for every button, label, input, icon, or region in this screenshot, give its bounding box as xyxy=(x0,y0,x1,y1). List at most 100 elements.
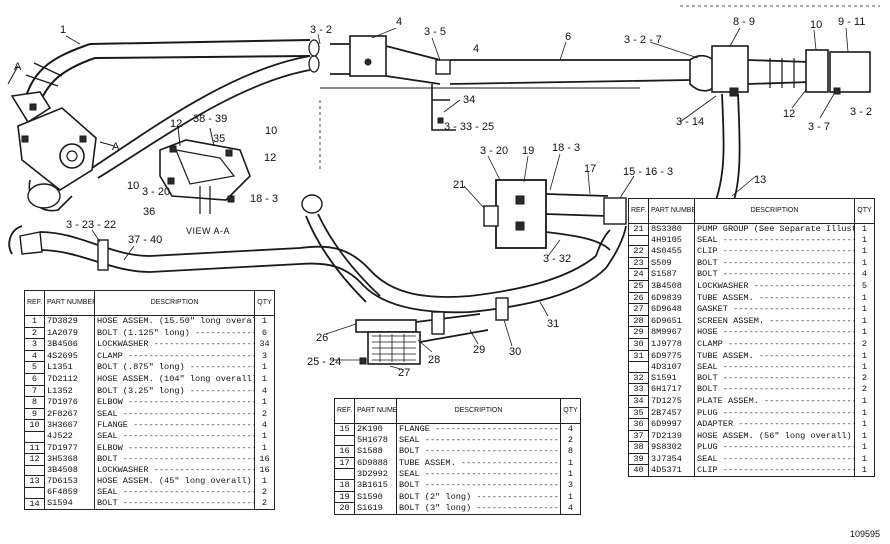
table-row: 23S509BOLT1 xyxy=(628,257,875,270)
cell-desc: SEAL xyxy=(694,453,855,465)
description-header: DESCRIPTION xyxy=(396,398,561,424)
cell-qty: 1 xyxy=(854,441,875,454)
cell-ref: 39 xyxy=(628,453,649,466)
cell-desc: BOLT xyxy=(396,445,561,458)
callout-label: 3 - 20 xyxy=(142,186,171,198)
cell-ref xyxy=(24,487,45,499)
cell-part: 7D3829 xyxy=(44,315,95,328)
table-row: 44S2695CLAMP3 xyxy=(24,350,275,363)
callout-label: 3 - 7 xyxy=(808,121,831,133)
cell-part: 6D9648 xyxy=(648,303,695,316)
cell-ref: 20 xyxy=(334,502,355,515)
table-row: 152K190FLANGE4 xyxy=(334,423,581,436)
cell-desc: TUBE ASSEM. xyxy=(694,292,855,304)
callout-label: 10 xyxy=(127,180,140,192)
cell-part: S1594 xyxy=(44,498,95,511)
callout-label: 34 xyxy=(463,94,476,106)
callout-label: 3 - 33 - 25 xyxy=(444,121,495,133)
callout-label: 13 xyxy=(754,174,767,186)
callout-label: 21 xyxy=(453,179,466,191)
cell-ref: 23 xyxy=(628,257,649,270)
cell-qty: 16 xyxy=(254,453,275,466)
cell-qty: 1 xyxy=(254,396,275,409)
callout-label: 3 - 2 xyxy=(310,24,333,36)
cell-desc: GASKET xyxy=(694,303,855,316)
table-row: 393J7354SEAL1 xyxy=(628,453,875,466)
cell-part: 4J522 xyxy=(44,431,95,443)
cell-ref xyxy=(24,431,45,443)
cell-part: 4D5371 xyxy=(648,464,695,478)
callout-label: 3 - 2 - 7 xyxy=(624,34,662,46)
cell-part: S1590 xyxy=(354,491,397,503)
callout-label: 31 xyxy=(547,318,560,330)
cell-ref: 36 xyxy=(628,418,649,431)
table-row: 3B4508LOCKWASHER16 xyxy=(24,465,275,477)
tube-assembly-31 xyxy=(301,194,627,313)
cell-desc: SEAL xyxy=(396,435,561,446)
cell-desc: PLUG xyxy=(694,407,855,419)
cell-ref: 17 xyxy=(334,457,355,470)
cell-desc: BOLT xyxy=(694,383,855,396)
cell-part: 1J9778 xyxy=(648,338,695,351)
cell-part: 6D9888 xyxy=(354,457,397,469)
parts-table-left: REF. NO. PART NUMBER DESCRIPTION QTY 17D… xyxy=(24,290,275,511)
cell-desc: SEAL xyxy=(94,487,255,498)
cell-desc: SEAL xyxy=(94,408,255,420)
cell-qty: 1 xyxy=(854,418,875,431)
callout-label: 3 - 5 xyxy=(424,26,447,38)
callout-label: 38 - 39 xyxy=(193,113,228,125)
cell-desc: HOSE ASSEM. (15.50" long overall) xyxy=(94,315,255,328)
cell-part: 7D1977 xyxy=(44,442,95,454)
cell-desc: SEAL xyxy=(694,235,855,246)
callout-label: 29 xyxy=(473,344,486,356)
cell-qty: 1 xyxy=(854,292,875,304)
table-row: 5H1678SEAL2 xyxy=(334,435,581,447)
cell-part: 8S3380 xyxy=(648,223,695,236)
cell-ref: 1 xyxy=(24,315,45,328)
table-row: 4D3107SEAL1 xyxy=(628,361,875,373)
cell-ref: 8 xyxy=(24,396,45,409)
cell-desc: LOCKWASHER xyxy=(94,338,255,351)
parts-table-header: REF. NO. PART NUMBER DESCRIPTION QTY xyxy=(334,398,581,424)
view-a-a-detail xyxy=(159,125,251,214)
cell-desc: BOLT (1.125" long) xyxy=(94,327,255,339)
cell-qty: 1 xyxy=(854,223,875,236)
parts-table-middle: REF. NO. PART NUMBER DESCRIPTION QTY 152… xyxy=(334,398,581,515)
callout-label: A xyxy=(14,61,22,73)
callout-label: 27 xyxy=(398,367,411,379)
part-number-header: PART NUMBER xyxy=(44,290,95,316)
cell-part: 8M9967 xyxy=(648,326,695,339)
cell-part: 2F8267 xyxy=(44,408,95,420)
cell-part: 3H5368 xyxy=(44,453,95,466)
callout-label: 18 - 3 xyxy=(552,142,581,154)
cell-desc: ELBOW xyxy=(94,442,255,454)
table-row: 3D2992SEAL1 xyxy=(334,468,581,480)
cell-part: 6H1717 xyxy=(648,383,695,396)
cell-part: 5H1678 xyxy=(354,435,397,446)
cell-qty: 1 xyxy=(854,257,875,269)
cell-qty: 5 xyxy=(854,280,875,293)
ref-no-header: REF. NO. xyxy=(24,290,45,316)
callout-label: 12 xyxy=(783,108,796,120)
cell-desc: BOLT (2" long) xyxy=(396,491,561,503)
cell-qty: 2 xyxy=(560,435,581,446)
cell-qty: 2 xyxy=(854,383,875,396)
cell-desc: HOSE xyxy=(694,326,855,339)
cell-ref: 6 xyxy=(24,373,45,386)
ref-no-header: REF. NO. xyxy=(334,398,355,424)
table-row: 404D5371CLIP1 xyxy=(628,464,875,478)
cell-qty: 1 xyxy=(854,326,875,339)
qty-header: QTY xyxy=(560,398,581,424)
callout-label: 30 xyxy=(509,346,522,358)
cell-ref: 10 xyxy=(24,419,45,432)
cell-desc: TUBE ASSEM. xyxy=(694,350,855,362)
table-row: 103H3667FLANGE4 xyxy=(24,419,275,432)
cell-part: 4H9105 xyxy=(648,235,695,246)
cell-qty: 3 xyxy=(560,479,581,492)
